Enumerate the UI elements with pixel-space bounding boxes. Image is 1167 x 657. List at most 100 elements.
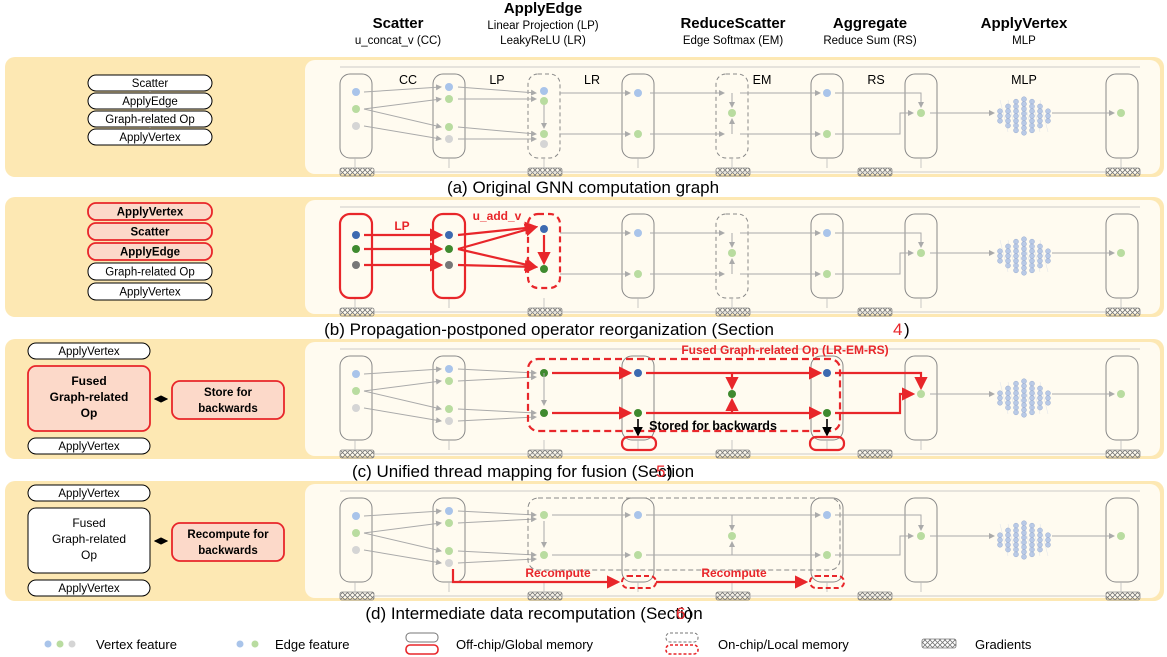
gradient-icon	[1105, 307, 1141, 317]
feature-column	[339, 355, 373, 441]
stage-title-applyvertex: ApplyVertex	[981, 15, 1068, 32]
mlp-neuron	[1013, 258, 1019, 264]
mlp-neuron	[1013, 400, 1019, 406]
mlp-neuron	[1037, 532, 1043, 538]
mlp-link	[1023, 99, 1033, 133]
mlp-neuron	[1021, 241, 1027, 247]
fused-op-box	[27, 365, 151, 432]
legend-edge-blue	[236, 640, 244, 648]
feature-dot	[445, 507, 453, 515]
flow-arrow	[457, 374, 537, 382]
legend-onchip-gray-box	[665, 632, 699, 643]
mlp-neuron	[1013, 537, 1019, 543]
store-label: backwards	[198, 403, 257, 415]
mlp-neuron	[1021, 255, 1027, 262]
mlp-neuron	[1045, 258, 1051, 264]
mlp-neuron	[1005, 108, 1011, 114]
gradient-icon	[1105, 591, 1141, 601]
mlp-neuron	[1013, 390, 1019, 396]
mlp-neuron	[1013, 118, 1019, 124]
mlp-neuron	[1021, 383, 1027, 389]
mlp-neuron	[1013, 409, 1019, 416]
feature-dot	[1117, 532, 1125, 540]
mlp-neuron	[1013, 532, 1019, 538]
stage-sub-aggregate: Reduce Sum (RS)	[823, 35, 916, 47]
edge-label: MLP	[1011, 73, 1037, 87]
mlp-neuron	[1045, 390, 1051, 396]
mlp-neuron	[1045, 532, 1051, 538]
mlp-neuron	[1021, 270, 1027, 276]
mlp-neuron	[1029, 380, 1035, 387]
feature-dot	[634, 551, 642, 559]
mlp-link	[1023, 523, 1033, 557]
flow-path	[835, 371, 928, 391]
flow-arrow	[363, 407, 442, 424]
mlp-link	[999, 99, 1009, 133]
flow-path	[835, 533, 914, 556]
stage-title-applyedge: ApplyEdge	[504, 0, 582, 17]
mlp-neuron	[1013, 380, 1019, 387]
offchip-red-box	[338, 212, 374, 300]
feature-dot	[352, 261, 360, 269]
mlp-neuron	[1021, 96, 1027, 102]
mlp-neuron	[997, 108, 1003, 114]
fused-op-label: Graph-related	[52, 532, 126, 546]
mlp-neuron	[1005, 390, 1011, 396]
op-label: Scatter	[132, 78, 169, 90]
mlp-neuron	[1029, 395, 1035, 401]
mlp-link	[1039, 523, 1049, 557]
panel-caption: (c) Unified thread mapping for fusion (S…	[352, 462, 694, 481]
flow-arrow	[457, 516, 537, 524]
mlp-neuron	[1029, 253, 1035, 259]
mlp-link	[1031, 523, 1041, 557]
op-box	[87, 202, 213, 221]
edge-label: LP	[489, 73, 504, 87]
flow-arrow	[457, 223, 539, 251]
onchip-red-box	[526, 212, 562, 290]
mlp-link	[1015, 99, 1025, 133]
mlp-neuron	[1013, 253, 1019, 259]
mlp-neuron	[1021, 539, 1027, 546]
panel-caption: (a) Original GNN computation graph	[447, 178, 719, 197]
mlp-neuron	[1045, 400, 1051, 406]
mlp-neuron	[1021, 250, 1027, 257]
mlp-link	[999, 239, 1009, 273]
recompute-label: backwards	[198, 545, 257, 557]
feature-dot	[823, 551, 831, 559]
caption-end: )	[667, 462, 673, 481]
feature-dot	[445, 377, 453, 385]
mlp-neuron	[1013, 267, 1019, 274]
mlp-link	[1007, 523, 1017, 557]
feature-dot	[352, 529, 360, 537]
mlp-link	[1039, 99, 1049, 133]
flow-arrow	[363, 390, 442, 411]
op-box	[87, 128, 213, 146]
mlp-link	[1007, 381, 1017, 415]
mlp-neuron	[1037, 113, 1043, 119]
flow-arrow	[457, 414, 537, 422]
mlp-link	[1031, 381, 1041, 415]
caption-end: )	[687, 604, 693, 623]
flow-arrow	[457, 550, 537, 558]
mlp-neuron	[1021, 392, 1027, 399]
mlp-neuron	[1045, 537, 1051, 543]
feature-dot	[634, 89, 642, 97]
recompute-path-label: Recompute	[525, 566, 591, 580]
mlp-link	[1039, 381, 1049, 415]
mlp-neuron	[1045, 113, 1051, 119]
mlp-neuron	[1005, 537, 1011, 543]
feature-dot	[352, 231, 360, 239]
feature-dot	[445, 83, 453, 91]
feature-dot	[540, 225, 548, 233]
mlp-neuron	[1045, 395, 1051, 401]
mlp-neuron	[1013, 113, 1019, 119]
mlp-link	[1023, 381, 1033, 415]
op-box	[87, 242, 213, 261]
mlp-neuron	[1005, 532, 1011, 538]
op-label: ApplyVertex	[58, 488, 120, 500]
mlp-neuron	[997, 253, 1003, 259]
mlp-link	[1039, 239, 1049, 273]
mlp-neuron	[997, 390, 1003, 396]
mlp-neuron	[1021, 115, 1027, 122]
